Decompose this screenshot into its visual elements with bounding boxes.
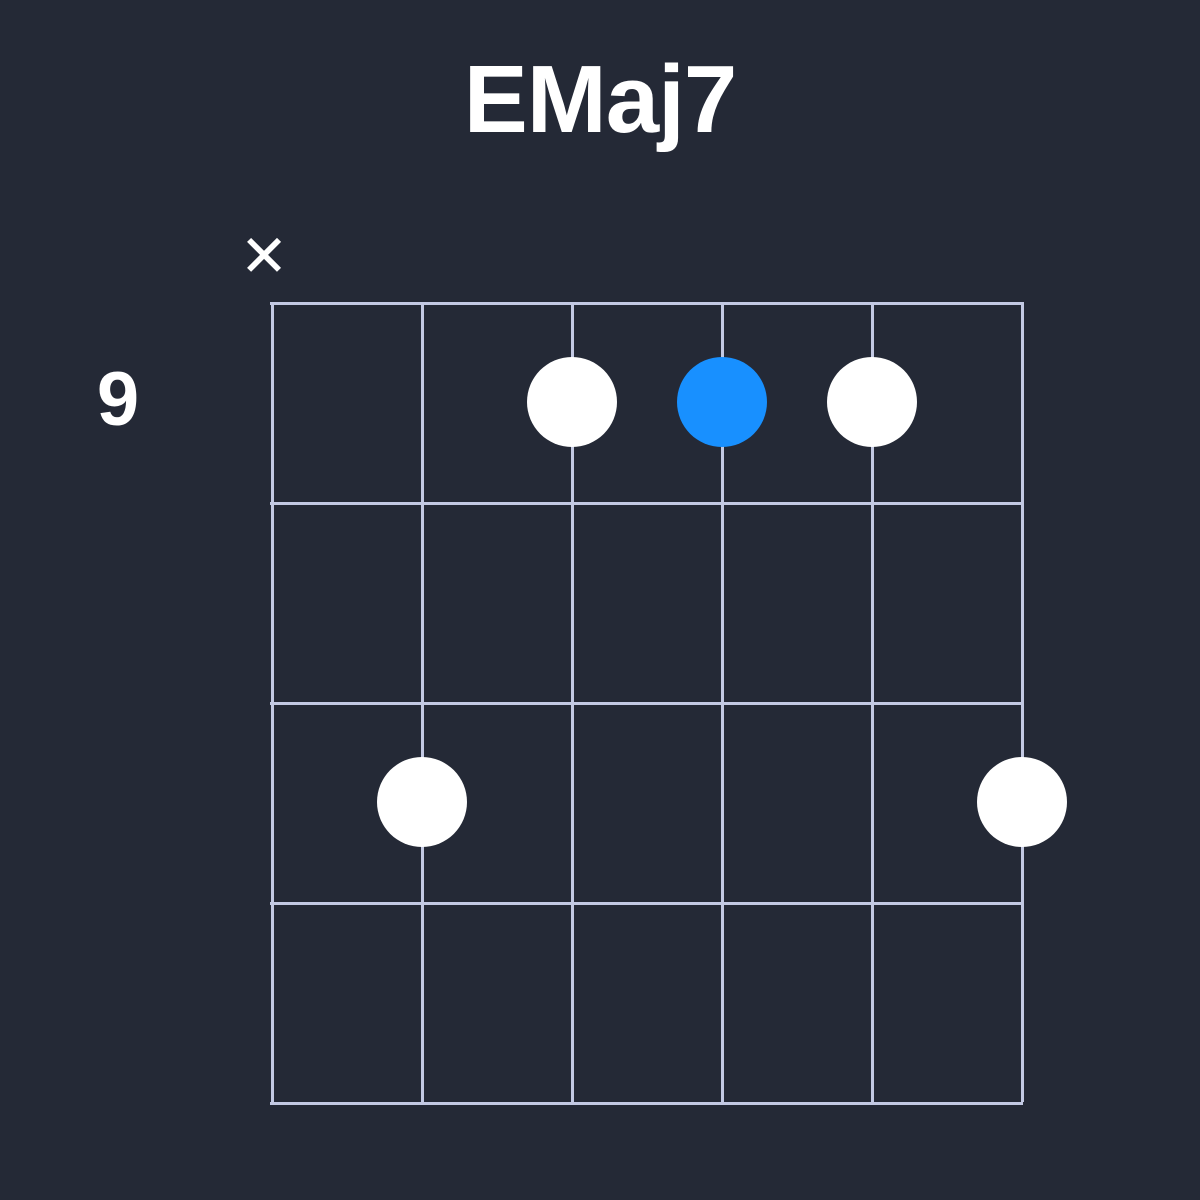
fret-position-label: 9 [96, 357, 140, 442]
fret-line-4 [270, 1102, 1023, 1105]
finger-dot-string6-fret3[interactable] [977, 757, 1067, 847]
string-line-6 [1021, 302, 1024, 1102]
fret-line-3 [270, 902, 1023, 905]
string-line-5 [871, 302, 874, 1102]
finger-dot-string4-fret1[interactable] [677, 357, 767, 447]
string-line-2 [421, 302, 424, 1102]
string-line-4 [721, 302, 724, 1102]
fretboard-grid [270, 302, 1067, 1105]
string-line-3 [571, 302, 574, 1102]
fret-line-2 [270, 702, 1023, 705]
finger-dot-string2-fret3[interactable] [377, 757, 467, 847]
string-line-1 [271, 302, 274, 1102]
chord-title: EMaj7 [463, 46, 737, 153]
finger-dot-string3-fret1[interactable] [527, 357, 617, 447]
finger-dot-string5-fret1[interactable] [827, 357, 917, 447]
fret-line-0 [270, 302, 1023, 305]
muted-string-marker-1: ✕ [239, 224, 289, 289]
fret-line-1 [270, 502, 1023, 505]
